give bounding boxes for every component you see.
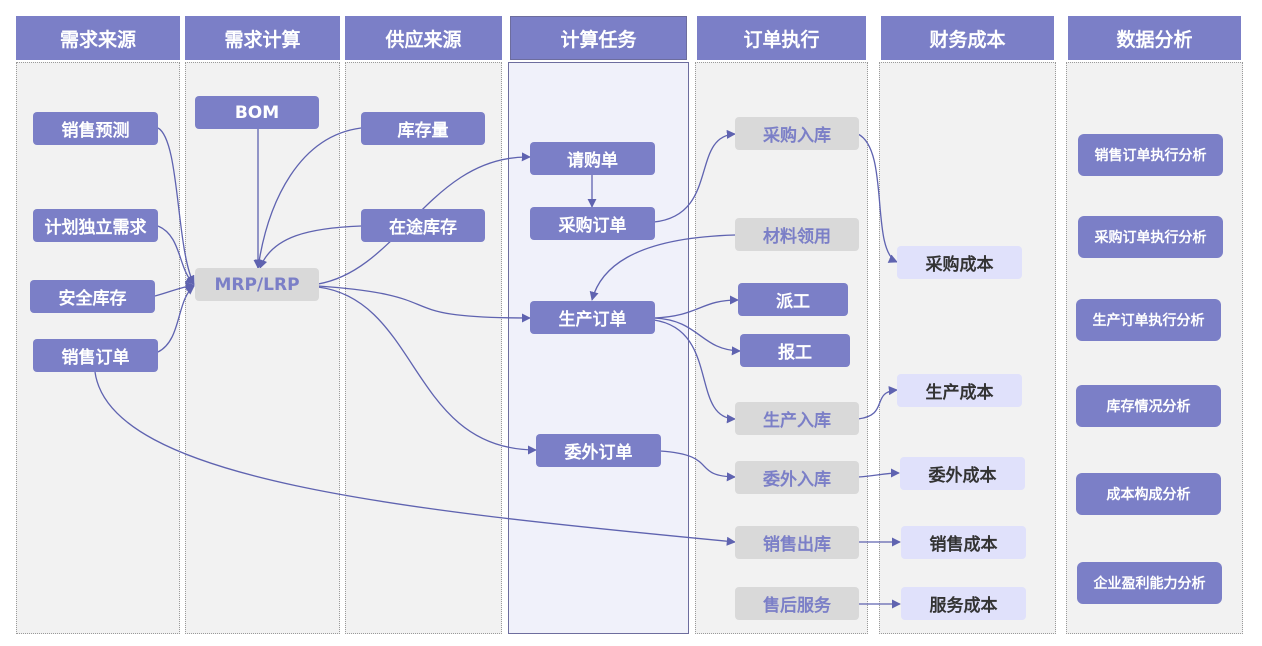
node-plan-independent-demand[interactable]: 计划独立需求 bbox=[33, 209, 158, 242]
node-profitability-analysis[interactable]: 企业盈利能力分析 bbox=[1077, 562, 1222, 604]
link-mrp-outsourcing bbox=[317, 286, 537, 455]
link-production-dispatch bbox=[653, 295, 739, 319]
link-production-report bbox=[653, 317, 741, 356]
node-safety-stock[interactable]: 安全库存 bbox=[30, 280, 155, 313]
node-so-exec-analysis[interactable]: 销售订单执行分析 bbox=[1078, 134, 1223, 176]
node-service-cost[interactable]: 服务成本 bbox=[901, 587, 1026, 620]
column-supply-source-area bbox=[345, 62, 502, 634]
link-salesorder-mrp bbox=[157, 285, 195, 353]
column-header-finance-cost: 财务成本 bbox=[881, 16, 1054, 60]
node-purchase-order[interactable]: 采购订单 bbox=[530, 207, 655, 240]
node-work-report[interactable]: 报工 bbox=[740, 334, 850, 367]
link-po-receipt bbox=[653, 129, 736, 223]
node-po-exec-analysis[interactable]: 采购订单执行分析 bbox=[1078, 216, 1223, 258]
link-inventory-mrp bbox=[254, 127, 362, 269]
link-forecast-mrp bbox=[157, 127, 195, 285]
node-sales-order[interactable]: 销售订单 bbox=[33, 339, 158, 372]
node-sales-delivery[interactable]: 销售出库 bbox=[735, 526, 859, 559]
node-cost-structure-analysis[interactable]: 成本构成分析 bbox=[1076, 473, 1221, 515]
node-sales-cost[interactable]: 销售成本 bbox=[901, 526, 1026, 559]
node-bom[interactable]: BOM bbox=[195, 96, 319, 129]
link-safety-mrp bbox=[154, 282, 195, 297]
node-production-order[interactable]: 生产订单 bbox=[530, 301, 655, 334]
node-inventory-analysis[interactable]: 库存情况分析 bbox=[1076, 385, 1221, 427]
node-outsourcing-cost[interactable]: 委外成本 bbox=[900, 457, 1025, 490]
node-purchase-cost[interactable]: 采购成本 bbox=[897, 246, 1022, 279]
link-outreceipt-outcost bbox=[857, 468, 900, 478]
column-header-demand-source: 需求来源 bbox=[16, 16, 180, 60]
link-receipt-productioncost bbox=[857, 386, 898, 420]
link-salesorder-delivery bbox=[94, 371, 736, 546]
link-outsourcing-receipt bbox=[659, 450, 736, 482]
column-header-order-exec: 订单执行 bbox=[697, 16, 866, 60]
node-outsourcing-order[interactable]: 委外订单 bbox=[536, 434, 661, 467]
node-production-cost[interactable]: 生产成本 bbox=[897, 374, 1022, 407]
column-header-supply-source: 供应来源 bbox=[345, 16, 502, 60]
node-in-transit-inventory[interactable]: 在途库存 bbox=[361, 209, 485, 242]
node-mo-exec-analysis[interactable]: 生产订单执行分析 bbox=[1076, 299, 1221, 341]
link-production-receipt bbox=[653, 319, 736, 424]
column-header-demand-calc: 需求计算 bbox=[185, 16, 340, 60]
node-material-issue[interactable]: 材料领用 bbox=[735, 218, 859, 251]
node-dispatch[interactable]: 派工 bbox=[738, 283, 848, 316]
node-production-receipt[interactable]: 生产入库 bbox=[735, 402, 859, 435]
link-receipt-purchasecost bbox=[857, 133, 898, 263]
node-inventory-qty[interactable]: 库存量 bbox=[361, 112, 485, 145]
node-outsourcing-receipt[interactable]: 委外入库 bbox=[735, 461, 859, 494]
node-purchase-requisition[interactable]: 请购单 bbox=[530, 142, 655, 175]
column-header-calc-task: 计算任务 bbox=[510, 16, 687, 60]
node-sales-forecast[interactable]: 销售预测 bbox=[33, 112, 158, 145]
node-after-sales-service[interactable]: 售后服务 bbox=[735, 587, 859, 620]
column-demand-calc-area bbox=[185, 62, 340, 634]
link-intransit-mrp bbox=[258, 225, 362, 269]
node-purchase-receipt[interactable]: 采购入库 bbox=[735, 117, 859, 150]
node-mrp-lrp[interactable]: MRP/LRP bbox=[195, 268, 319, 301]
link-material-production bbox=[589, 234, 736, 301]
link-mrp-production bbox=[317, 285, 531, 323]
column-header-data-analysis: 数据分析 bbox=[1068, 16, 1241, 60]
link-independent-mrp bbox=[157, 225, 195, 285]
